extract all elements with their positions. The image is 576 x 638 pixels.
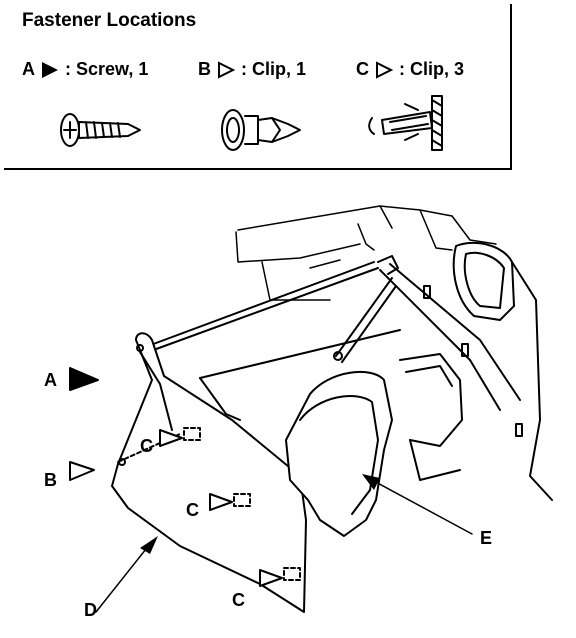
page-title: Fastener Locations [22,10,197,31]
fastener-a-label: A : Screw, 1 [22,59,149,79]
callout-c2: C [186,500,199,520]
part-e [285,370,393,537]
screw-illustration [60,113,141,147]
callout-b-triangle-icon [69,461,95,481]
arrow-e-icon [362,474,380,490]
wheel-house [399,241,553,501]
callout-c3: C [232,590,245,610]
filled-triangle-icon [42,61,58,78]
hollow-triangle-icon [376,60,393,79]
hollow-triangle-icon [218,60,235,79]
callout-d: D [84,600,97,620]
legend-box [4,4,512,170]
clip-c-illustration [368,95,443,151]
callout-b: B [44,470,57,490]
fastener-b-label: B : Clip, 1 [198,59,307,79]
callout-a: A [44,370,57,390]
callout-c1: C [140,436,153,456]
fastener-c-label: C : Clip, 3 [356,59,465,79]
arrow-d-icon [140,536,158,554]
callout-c1-triangle-icon [159,429,183,447]
callout-c3-triangle-icon [259,569,283,587]
callout-a-filled-triangle-icon [69,367,99,391]
clip-b-illustration [221,109,301,151]
brace-bracket [147,255,521,421]
callout-c2-triangle-icon [209,493,233,511]
leader-lines [95,479,473,613]
callout-e: E [480,528,493,548]
